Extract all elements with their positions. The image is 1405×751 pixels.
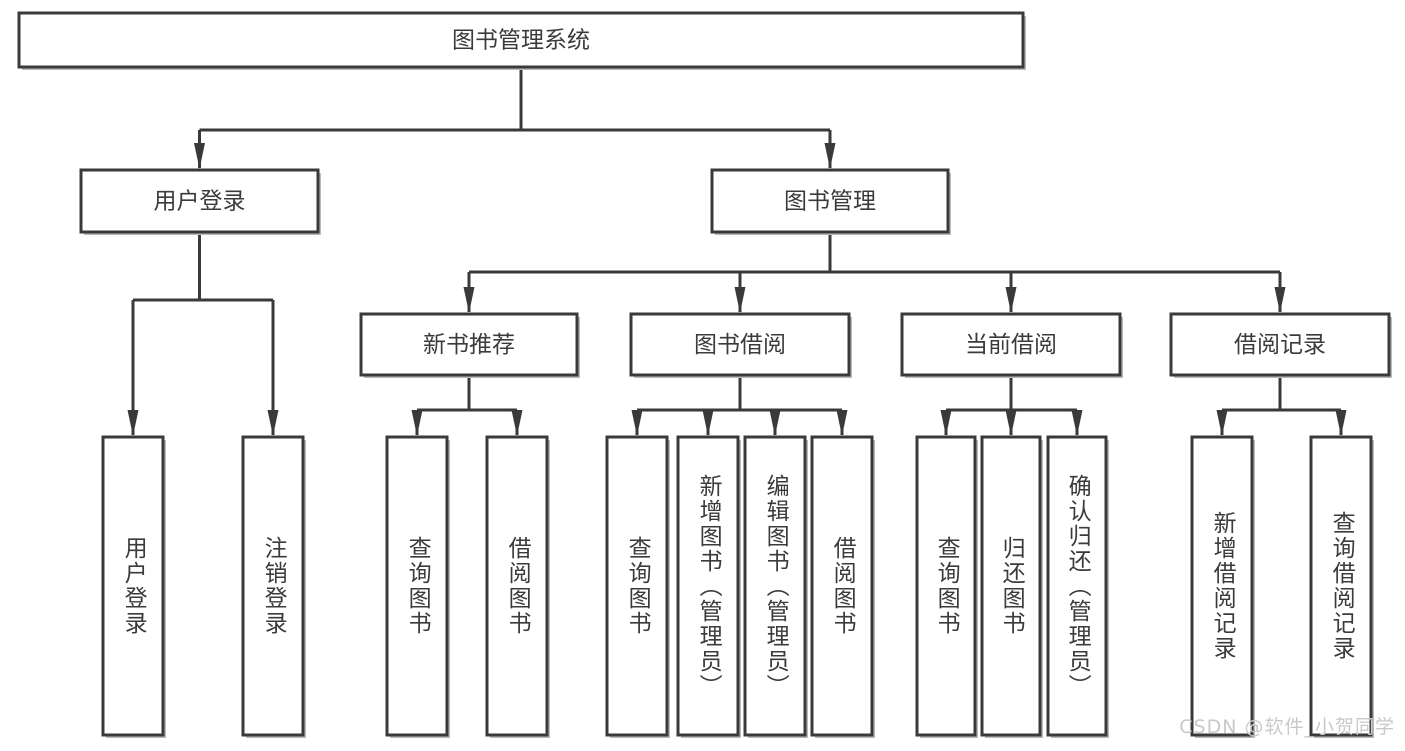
node-book-borrow[interactable]: 图书借阅 [629, 312, 852, 378]
box-outline [17, 11, 1025, 69]
node-leaf-confirm-return[interactable]: 确认归还（管理员） [1046, 435, 1109, 738]
box-outline [1169, 312, 1391, 377]
node-label-container: 新增借阅记录 [1209, 511, 1236, 661]
node-leaf-user-login[interactable]: 用户登录 [101, 435, 166, 738]
arrow-head-icon [411, 410, 423, 436]
arrow-head-icon [194, 143, 205, 169]
node-label: 借阅记录 [1234, 332, 1326, 358]
arrow-head-icon [1005, 410, 1017, 436]
arrow-head-icon [1274, 287, 1286, 313]
arrow-head-icon [1335, 410, 1347, 436]
node-label-container: 借阅图书 [504, 536, 531, 636]
node-label: 借阅图书 [829, 536, 856, 636]
box-outline [1190, 435, 1254, 737]
node-label: 查询图书 [933, 536, 960, 636]
box-outline [1046, 435, 1108, 737]
box-outline [980, 435, 1042, 737]
arrow-head-icon [127, 410, 139, 436]
arrow-head-icon [267, 410, 279, 436]
arrow-head-icon [1071, 410, 1083, 436]
node-label: 借阅图书 [504, 536, 531, 636]
arrow-head-icon [463, 287, 475, 313]
arrow-head-icon [940, 410, 952, 436]
box-outline [385, 435, 449, 737]
box-outline [101, 435, 165, 737]
node-label-container: 查询图书 [404, 536, 431, 636]
node-leaf-borrow-book-2[interactable]: 借阅图书 [810, 435, 875, 738]
box-outline [676, 435, 740, 737]
node-new-book-rec[interactable]: 新书推荐 [359, 312, 580, 378]
arrow-head-icon [769, 410, 781, 436]
box-outline [915, 435, 977, 737]
node-leaf-query-record[interactable]: 查询借阅记录 [1309, 435, 1374, 738]
node-label: 用户登录 [154, 189, 246, 215]
node-label-container: 用户登录 [120, 536, 147, 636]
node-leaf-borrow-book-1[interactable]: 借阅图书 [485, 435, 550, 738]
box-outline [710, 168, 950, 234]
node-leaf-query-book-2[interactable]: 查询图书 [605, 435, 670, 738]
arrow-head-icon [836, 410, 848, 436]
node-label-container: 确认归还（管理员） [1064, 473, 1091, 699]
arrow-head-icon [631, 410, 643, 436]
node-label: 注销登录 [260, 536, 287, 636]
nodes-layer: 图书管理系统用户登录图书管理新书推荐图书借阅当前借阅借阅记录用户登录注销登录查询… [17, 11, 1392, 738]
node-label: 确认归还（管理员） [1064, 473, 1091, 699]
box-outline [629, 312, 851, 377]
node-label-container: 查询图书 [933, 536, 960, 636]
arrow-head-icon [702, 410, 714, 436]
node-label: 用户登录 [120, 536, 147, 636]
box-outline [810, 435, 874, 737]
node-current-borrow[interactable]: 当前借阅 [900, 312, 1123, 378]
node-book-manage[interactable]: 图书管理 [710, 168, 951, 235]
node-label: 新增图书（管理员） [695, 473, 722, 699]
node-user-login[interactable]: 用户登录 [79, 168, 321, 235]
arrow-head-icon [824, 143, 836, 169]
box-outline [1309, 435, 1373, 737]
node-label: 查询图书 [404, 536, 431, 636]
node-label: 查询图书 [624, 536, 651, 636]
node-label-container: 查询图书 [624, 536, 651, 636]
node-label: 编辑图书（管理员） [762, 473, 789, 699]
node-label-container: 新增图书（管理员） [695, 473, 722, 699]
node-label: 查询借阅记录 [1328, 511, 1355, 661]
box-outline [743, 435, 807, 737]
node-label-container: 归还图书 [998, 536, 1025, 636]
node-label: 新增借阅记录 [1209, 511, 1236, 661]
node-borrow-record[interactable]: 借阅记录 [1169, 312, 1392, 378]
node-label: 图书管理 [784, 189, 876, 215]
node-leaf-edit-book[interactable]: 编辑图书（管理员） [743, 435, 808, 738]
node-leaf-query-book-3[interactable]: 查询图书 [915, 435, 978, 738]
box-outline [359, 312, 579, 377]
node-label-container: 编辑图书（管理员） [762, 473, 789, 699]
node-leaf-add-book[interactable]: 新增图书（管理员） [676, 435, 741, 738]
node-leaf-query-book-1[interactable]: 查询图书 [385, 435, 450, 738]
box-outline [900, 312, 1122, 377]
arrow-head-icon [1216, 410, 1228, 436]
node-label: 图书借阅 [694, 332, 786, 358]
connectors-layer [127, 67, 1347, 436]
node-leaf-user-logout[interactable]: 注销登录 [241, 435, 306, 738]
node-label: 新书推荐 [423, 332, 515, 358]
node-label: 归还图书 [998, 536, 1025, 636]
node-label: 图书管理系统 [452, 28, 590, 54]
box-outline [605, 435, 669, 737]
node-leaf-return-book[interactable]: 归还图书 [980, 435, 1043, 738]
box-outline [485, 435, 549, 737]
arrow-head-icon [1005, 287, 1017, 313]
box-outline [79, 168, 320, 234]
arrow-head-icon [511, 410, 523, 436]
node-root-root[interactable]: 图书管理系统 [17, 11, 1026, 70]
node-label-container: 注销登录 [260, 536, 287, 636]
node-label: 当前借阅 [965, 332, 1057, 358]
node-leaf-add-record[interactable]: 新增借阅记录 [1190, 435, 1255, 738]
arrow-head-icon [734, 287, 746, 313]
box-outline [241, 435, 305, 737]
node-label-container: 借阅图书 [829, 536, 856, 636]
node-label-container: 查询借阅记录 [1328, 511, 1355, 661]
